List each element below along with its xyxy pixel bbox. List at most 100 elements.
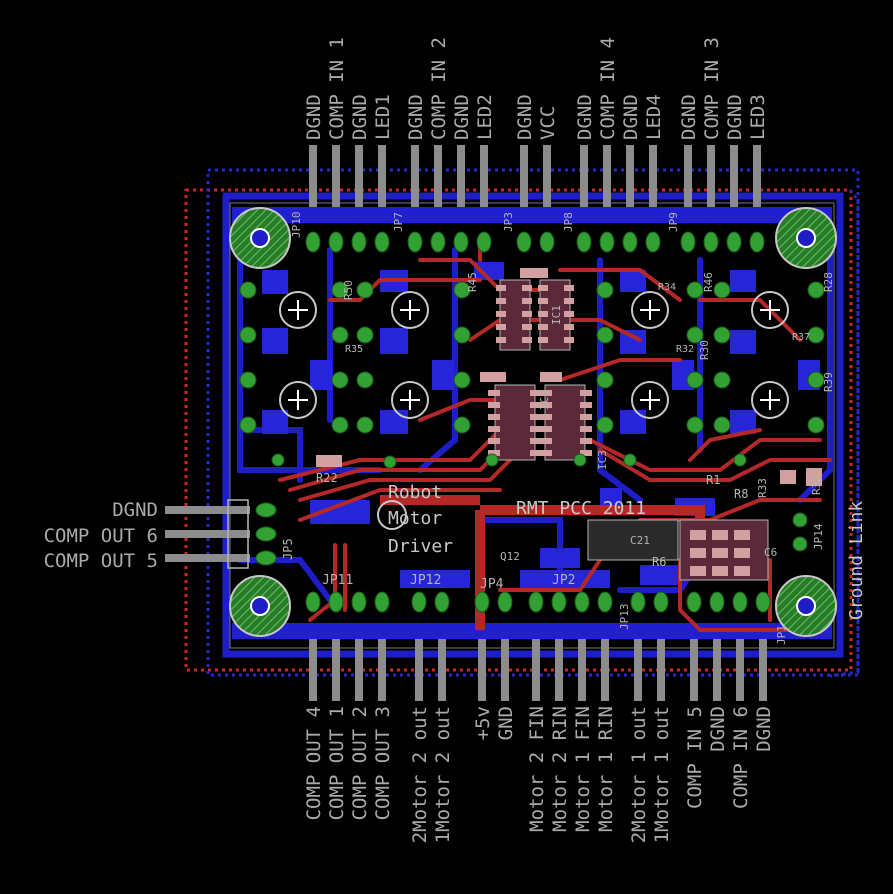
top-header-bar [232,207,832,223]
left-label-dgnd: DGND [112,499,158,521]
bottom-pin-label: Motor 1 FIN [572,706,594,832]
designator: JP3 [502,212,515,232]
top-pin-label: DGND [405,94,427,140]
bottom-pin-label: Motor 1 RIN [595,706,617,832]
bottom-pin-label: 2Motor 2 out [409,706,431,843]
top-header-pads [305,231,765,253]
top-pin-label: DGND [574,94,596,140]
bottom-pin-label: 1Motor 2 out [432,706,454,843]
designator: JP13 [618,604,631,631]
designator: R45 [466,272,479,292]
designator: JP14 [812,523,825,550]
top-pin-label: LED4 [643,94,665,140]
bottom-pin-label: COMP IN 5 [684,706,706,809]
top-header-labels: DGND COMP IN 1 DGND LED1 DGND COMP IN 2 … [303,37,769,140]
designator: IC2 [538,390,551,410]
bottom-pin-label: +5v [472,706,494,740]
designator: R50 [342,280,355,300]
designator: Q12 [500,550,520,563]
mounting-hole [775,207,837,269]
designator: R39 [822,372,835,392]
designator: R37 [792,332,810,343]
board-text-motor: Motor [388,508,442,529]
left-header-pads [255,502,277,566]
designator: R8 [734,487,748,501]
designator: JP2 [552,573,575,588]
top-pin-label: DGND [514,94,536,140]
designator: R32 [676,344,694,355]
top-pin-label: DGND [451,94,473,140]
designator: JP11 [322,573,353,588]
top-pin-label: VCC [537,106,559,140]
bottom-pin-label: COMP OUT 4 [303,706,325,820]
designator: IC3 [596,450,609,470]
designator: R38 [810,475,823,495]
designator: IC1 [550,305,563,325]
bottom-pin-label: 2Motor 1 out [628,706,650,843]
top-pins [309,145,761,207]
designator: C6 [764,546,777,559]
board-text-driver: Driver [388,536,453,557]
board-outline-blue-right [829,189,860,678]
left-header-body [227,499,249,569]
top-pin-label: COMP IN 4 [597,37,619,140]
board-outline-red [184,188,853,672]
designator: JP7 [392,212,405,232]
designator: JP10 [290,212,303,239]
bottom-pin-label: COMP OUT 3 [372,706,394,820]
bottom-header-pads [305,591,771,613]
bottom-pin-label: Motor 2 RIN [549,706,571,832]
top-pin-label: DGND [349,94,371,140]
designator: JP9 [667,212,680,232]
top-copper-traces [278,238,832,632]
top-pin-label: COMP IN 3 [701,37,723,140]
ground-link-label: Ground Link [846,501,867,620]
bottom-header-labels: COMP OUT 4 COMP OUT 1 COMP OUT 2 COMP OU… [303,706,775,843]
bottom-header-bar [232,623,832,639]
bottom-pin-label: GND [495,706,517,740]
designator: JP1 [775,625,788,645]
top-pin-label: LED1 [372,94,394,140]
top-pin-label: DGND [620,94,642,140]
board-title: RMT PCC 2011 [516,498,646,519]
designator: R35 [345,344,363,355]
designator: R33 [756,478,769,498]
mounting-hole [775,575,837,637]
designator: R28 [822,272,835,292]
top-pin-label: LED2 [474,94,496,140]
ic-pins [316,268,822,576]
left-label-comp-out-6: COMP OUT 6 [44,525,158,547]
bottom-pin-label: COMP OUT 2 [349,706,371,820]
designator: R30 [698,340,711,360]
designator: R46 [702,272,715,292]
bottom-pin-label: DGND [707,706,729,752]
mounting-hole [229,207,291,269]
designator: JP8 [562,212,575,232]
designator: R22 [316,471,338,485]
bottom-pin-label: DGND [753,706,775,752]
designator: JP12 [410,573,441,588]
bottom-pin-label: COMP OUT 1 [326,706,348,820]
designator: C21 [630,534,650,547]
left-pins [165,506,250,562]
mounting-hole [229,575,291,637]
top-pin-label: DGND [724,94,746,140]
designator: R1 [706,473,720,487]
top-pin-label: LED3 [747,94,769,140]
bottom-pin-label: Motor 2 FIN [526,706,548,832]
bottom-pins [309,639,767,701]
top-pin-label: COMP IN 1 [326,37,348,140]
left-label-comp-out-5: COMP OUT 5 [44,550,158,572]
pot-crosses [288,300,780,410]
designator: R34 [658,282,676,293]
resistor-designators: R50 R45 R46 R28 R22 R30 R33 R38 R39 R8 R… [316,272,835,569]
designator: JP4 [480,577,504,592]
top-pin-label: COMP IN 2 [428,37,450,140]
top-pin-label: DGND [303,94,325,140]
pot-footprints [279,291,789,530]
header-designators: JP10 JP7 JP3 JP8 JP9 JP11 JP12 JP4 JP2 J… [281,212,788,646]
top-pin-label: DGND [678,94,700,140]
designator: R6 [652,555,666,569]
bottom-pin-label: COMP IN 6 [730,706,752,809]
